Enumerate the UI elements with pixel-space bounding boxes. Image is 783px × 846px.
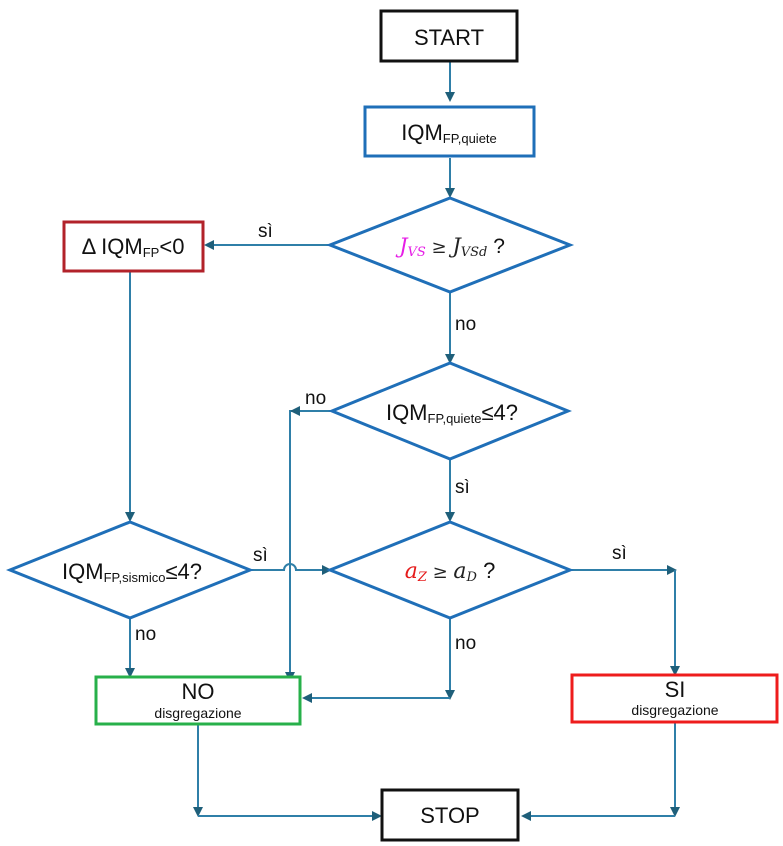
- decision-az[interactable]: aZ ≥ aD ?: [325, 520, 575, 620]
- start-node[interactable]: START: [379, 9, 519, 63]
- stop-node[interactable]: STOP: [380, 788, 520, 842]
- si-disgregazione-subtitle: disgregazione: [631, 702, 718, 718]
- decision-jvs-label: JVS ≥ JVSd ?: [395, 234, 505, 260]
- decision-iqm-quiete-label: IQMFP,quiete≤4?: [386, 400, 518, 426]
- label-az-no: no: [455, 633, 476, 654]
- no-disgregazione-title: NO: [182, 679, 215, 704]
- delta-iqm-node[interactable]: Δ IQMFP<0: [62, 220, 205, 273]
- delta-iqm-label: Δ IQMFP<0: [82, 234, 185, 260]
- decision-iqm-sismico-label: IQMFP,sismico≤4?: [62, 559, 202, 585]
- label-iqm-quiete-no: no: [305, 388, 326, 409]
- stop-label: STOP: [420, 803, 480, 828]
- si-disgregazione-node[interactable]: SI disgregazione: [570, 673, 779, 724]
- connectors: [125, 62, 680, 821]
- label-sismico-no: no: [135, 624, 156, 645]
- si-disgregazione-title: SI: [665, 677, 686, 702]
- no-disgregazione-node[interactable]: NO disgregazione: [94, 675, 302, 726]
- edge-iqm-quiete-no: [285, 410, 332, 682]
- label-jvs-yes: sì: [258, 221, 273, 242]
- no-disgregazione-subtitle: disgregazione: [154, 705, 241, 721]
- iqm-quiete-label: IQMFP,quiete: [401, 120, 497, 146]
- label-jvs-no: no: [455, 314, 476, 335]
- decision-iqm-sismico[interactable]: IQMFP,sismico≤4?: [5, 520, 255, 620]
- edge-sismico-yes: [250, 563, 332, 575]
- decision-jvs[interactable]: JVS ≥ JVSd ?: [325, 196, 575, 294]
- start-label: START: [414, 25, 484, 50]
- edge-labels: sì no no sì sì no sì no: [135, 221, 627, 654]
- decision-iqm-quiete[interactable]: IQMFP,quiete≤4?: [328, 361, 572, 461]
- label-az-yes: sì: [612, 543, 627, 564]
- label-sismico-yes: sì: [253, 545, 268, 566]
- iqm-quiete-node[interactable]: IQMFP,quiete: [363, 105, 536, 158]
- decision-az-label: aZ ≥ aD ?: [405, 558, 496, 585]
- label-iqm-quiete-yes: sì: [455, 477, 470, 498]
